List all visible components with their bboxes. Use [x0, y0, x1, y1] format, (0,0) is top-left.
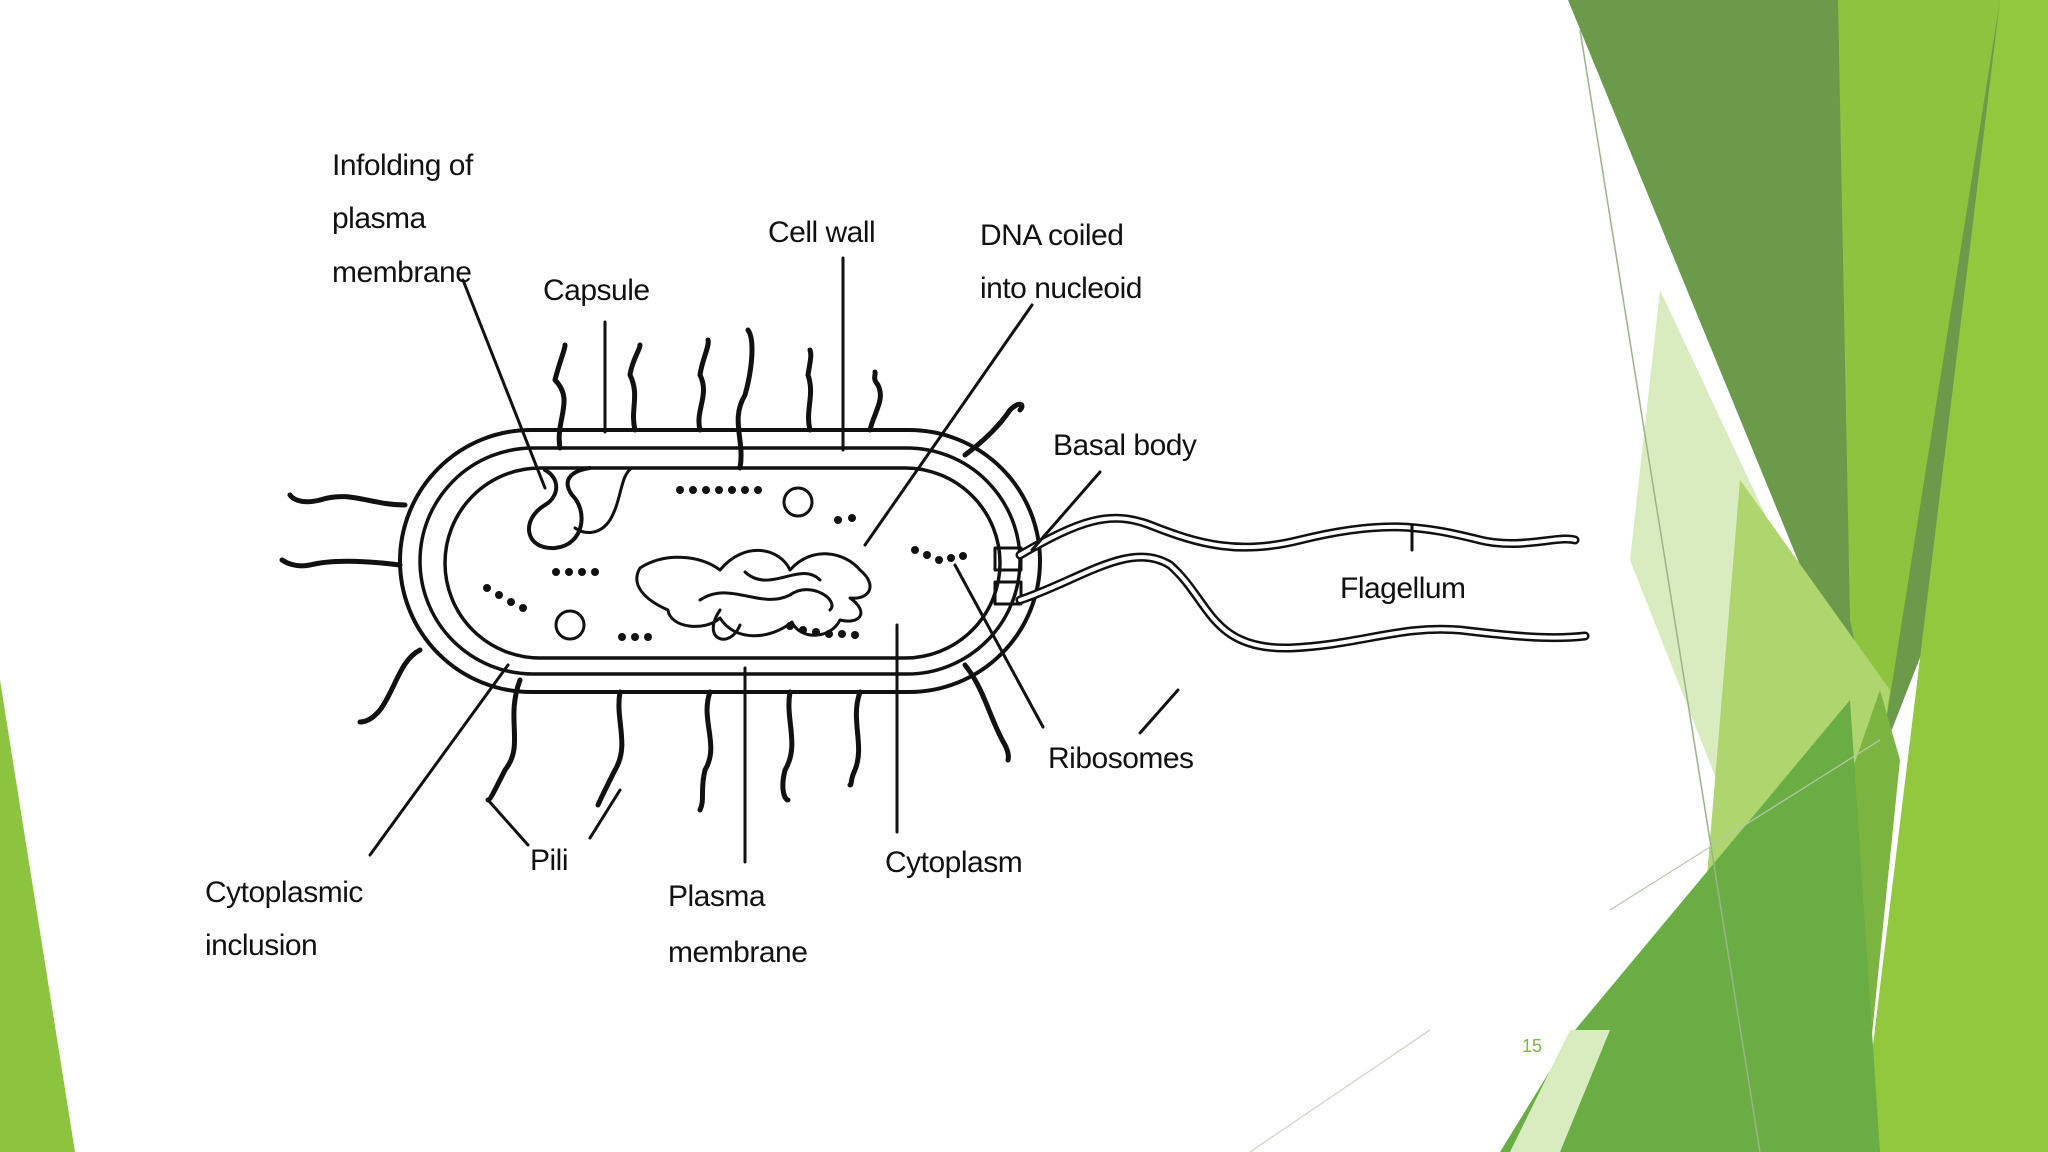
nucleoid-dna	[635, 549, 872, 638]
label-cytoplasmic-inclusion-line2: inclusion	[205, 929, 317, 962]
pili-top	[552, 327, 1025, 471]
leader-pili-1	[486, 798, 530, 847]
facet-thin-line-3	[1249, 1029, 1431, 1152]
facet-thin-line-1	[1579, 29, 1761, 1152]
label-dna-line1: DNA coiled	[980, 219, 1123, 252]
flagellum	[1015, 513, 1590, 653]
leader-ribosomes	[953, 563, 1045, 729]
label-pili: Pili	[530, 844, 568, 877]
bacterial-cell-diagram: Infolding of plasma membrane Capsule Cel…	[205, 149, 1590, 969]
pili-bottom	[485, 662, 1011, 813]
leader-basal-body	[1030, 470, 1102, 552]
decorative-facet-left	[0, 680, 75, 1152]
label-infolding-line1: Infolding of	[332, 149, 474, 182]
label-ribosomes: Ribosomes	[1048, 742, 1194, 775]
label-cytoplasm: Cytoplasm	[885, 846, 1022, 879]
cytoplasmic-inclusion-left	[554, 609, 586, 641]
label-infolding-line2: plasma	[332, 202, 427, 235]
label-plasma-membrane-line1: Plasma	[668, 880, 766, 913]
label-dna-line2: into nucleoid	[980, 272, 1142, 305]
label-infolding-line3: membrane	[332, 256, 471, 289]
leader-lines	[368, 256, 1414, 864]
label-capsule: Capsule	[543, 274, 650, 307]
decorative-facets-right	[1249, 0, 2048, 1152]
label-cytoplasmic-inclusion-line1: Cytoplasmic	[205, 876, 363, 909]
page-number: 15	[1522, 1036, 1542, 1056]
plasma-membrane-outline	[443, 466, 1002, 660]
label-plasma-membrane-line2: membrane	[668, 936, 807, 969]
facet-right-edge	[1860, 0, 2048, 1152]
label-basal-body: Basal body	[1053, 429, 1197, 462]
leader-ribosomes-2	[1138, 688, 1180, 735]
leader-dna	[863, 303, 1034, 547]
facet-pale-bottom	[1510, 1030, 1610, 1152]
facet-bright-strip	[1838, 0, 2000, 760]
leader-inclusion	[368, 663, 510, 857]
cytoplasmic-inclusion-top	[782, 486, 814, 518]
pili-left	[279, 492, 423, 725]
infolding-membrane	[527, 466, 592, 551]
nucleoid-dna-loops	[698, 570, 834, 641]
leader-infolding	[461, 278, 547, 490]
capsule-outline	[398, 428, 1042, 694]
infolding-inner	[573, 466, 634, 534]
leader-pili-2	[588, 788, 622, 840]
ribosome-clusters	[483, 486, 967, 641]
label-flagellum: Flagellum	[1340, 572, 1466, 605]
label-cell-wall: Cell wall	[768, 216, 875, 249]
facet-thin-line-2	[1609, 739, 1881, 911]
